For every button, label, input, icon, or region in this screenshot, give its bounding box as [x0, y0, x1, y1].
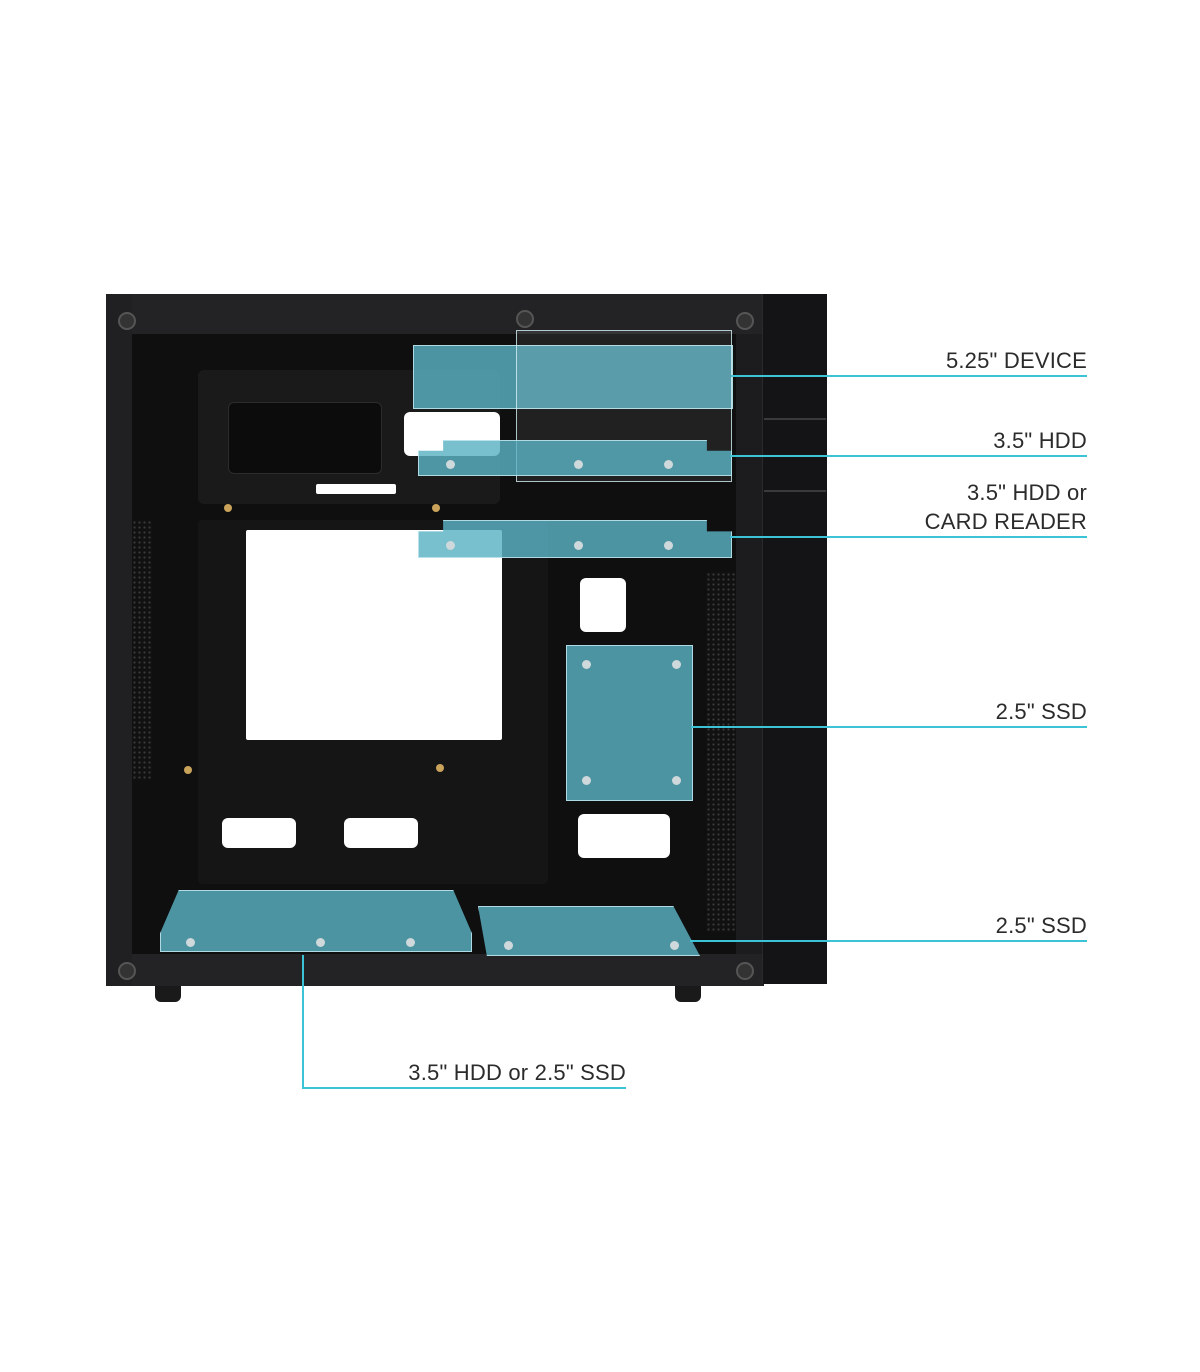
case-top-rail [106, 294, 764, 334]
cable-hole [580, 578, 626, 632]
psu-cutout [228, 402, 382, 474]
front-vent-mesh [706, 572, 736, 932]
label-card-reader-line2: CARD READER [924, 509, 1087, 534]
bay-25-ssd-side-overlay [566, 645, 693, 801]
callout-line-525 [731, 375, 1087, 377]
mount-point [406, 938, 415, 947]
cpu-cutout [246, 530, 502, 740]
mount-point [446, 541, 455, 550]
thumbscrew [736, 962, 754, 980]
cable-slot [316, 484, 396, 494]
label-25-ssd-bottom: 2.5" SSD [995, 913, 1087, 938]
label-525-device: 5.25" DEVICE [945, 348, 1087, 373]
case-foot [675, 986, 701, 1002]
standoff [432, 504, 440, 512]
callout-line-bottom-vertical [302, 955, 304, 1089]
cable-hole [222, 818, 296, 848]
thumbscrew [516, 310, 534, 328]
cable-hole [578, 814, 670, 858]
mount-point [672, 776, 681, 785]
standoff [184, 766, 192, 774]
mount-point [582, 776, 591, 785]
mount-point [316, 938, 325, 947]
label-35-hdd-or-line1: 3.5" HDD or [966, 480, 1087, 505]
case-rear-frame [106, 294, 132, 986]
case-foot [155, 986, 181, 1002]
front-bay-seam [764, 490, 826, 492]
callout-line-25-ssd-side [691, 726, 1087, 728]
label-35-hdd-or-25-ssd: 3.5" HDD or 2.5" SSD [408, 1060, 626, 1085]
standoff [436, 764, 444, 772]
cable-hole [344, 818, 418, 848]
mount-point [446, 460, 455, 469]
mount-point [672, 660, 681, 669]
bay-35-hdd-overlay [418, 440, 732, 476]
bay-525-overlay [413, 345, 733, 409]
label-25-ssd-side: 2.5" SSD [995, 699, 1087, 724]
mount-point [582, 660, 591, 669]
rear-vent-mesh [132, 520, 152, 780]
callout-line-25-ssd-bottom [690, 940, 1087, 942]
thumbscrew [736, 312, 754, 330]
mount-point [664, 541, 673, 550]
mount-point [574, 460, 583, 469]
thumbscrew [118, 312, 136, 330]
mount-point [664, 460, 673, 469]
case-front-panel [762, 294, 827, 984]
mount-point [670, 941, 679, 950]
callout-line-35-hdd [730, 455, 1087, 457]
case-bottom-rail [106, 954, 764, 986]
thumbscrew [118, 962, 136, 980]
callout-line-bottom-horizontal [302, 1087, 626, 1089]
mount-point [186, 938, 195, 947]
label-35-hdd: 3.5" HDD [993, 428, 1087, 453]
callout-line-35-card [730, 536, 1087, 538]
bay-35-card-overlay [418, 520, 732, 558]
front-bay-seam [764, 418, 826, 420]
mount-point [504, 941, 513, 950]
mount-point [574, 541, 583, 550]
standoff [224, 504, 232, 512]
